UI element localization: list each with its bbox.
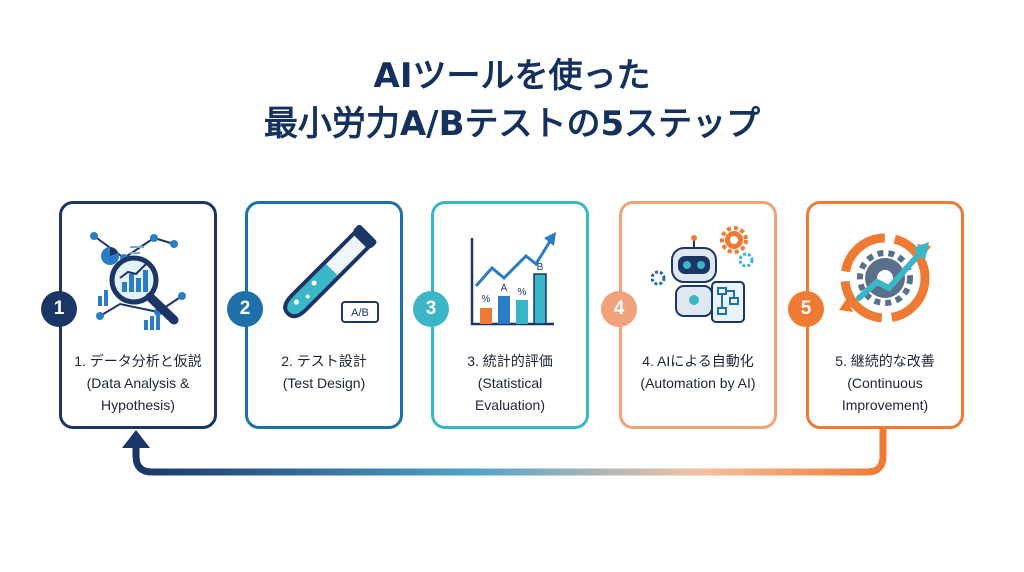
- step-4-title: 4. AIによる自動化: [642, 353, 754, 369]
- title-line-2: 最小労力A/Bテストの5ステップ: [263, 104, 761, 144]
- bar-label-b: B: [537, 262, 544, 273]
- bar-label-percent: %: [482, 294, 491, 305]
- step-5-subtitle: (Continuous: [847, 375, 923, 391]
- step-card-3: % A % B 3. 統計的評価 (Statistical Evaluation…: [431, 201, 589, 429]
- step-3-subtitle: (Statistical: [477, 375, 543, 391]
- step-2-subtitle: (Test Design): [282, 375, 366, 391]
- title-line-1: AIツールを使った: [373, 56, 651, 96]
- step-4-subtitle: (Automation by AI): [640, 375, 756, 391]
- step-2-title: 2. テスト設計: [281, 353, 367, 369]
- step-badge-3: 3: [413, 291, 449, 327]
- test-tube-icon: A/B: [283, 224, 379, 323]
- cycle-arrows-gear-icon: [839, 233, 931, 323]
- step-1-subtitle: (Data Analysis &: [86, 375, 190, 391]
- ab-tag: A/B: [351, 307, 369, 319]
- step-1-title: 1. データ分析と仮説: [74, 353, 202, 369]
- bar-label-a: A: [501, 283, 508, 294]
- step-badge-1: 1: [41, 291, 77, 327]
- step-3-title: 3. 統計的評価: [467, 353, 553, 369]
- step-badge-2: 2: [227, 291, 263, 327]
- step-card-5: 5. 継続的な改善 (Continuous Improvement): [806, 201, 964, 429]
- step-badge-5: 5: [788, 291, 824, 327]
- step-5-subtitle-2: Improvement): [841, 397, 929, 413]
- step-card-2: A/B 2. テスト設計 (Test Design): [245, 201, 403, 429]
- step-card-1: 1. データ分析と仮説 (Data Analysis & Hypothesis): [59, 201, 217, 429]
- data-analysis-magnifier-icon: [90, 232, 186, 330]
- step-badge-4: 4: [601, 291, 637, 327]
- bar-label-percent-2: %: [518, 287, 527, 298]
- step-5-title: 5. 継続的な改善: [835, 353, 935, 369]
- step-3-subtitle-2: Evaluation): [474, 397, 546, 413]
- step-card-4: 4. AIによる自動化 (Automation by AI): [619, 201, 777, 429]
- robot-gears-icon: [650, 226, 754, 323]
- page-title: AIツールを使った 最小労力A/Bテストの5ステップ: [0, 52, 1024, 148]
- step-1-subtitle-2: Hypothesis): [101, 397, 175, 413]
- bar-chart-icon: % A % B: [470, 232, 556, 326]
